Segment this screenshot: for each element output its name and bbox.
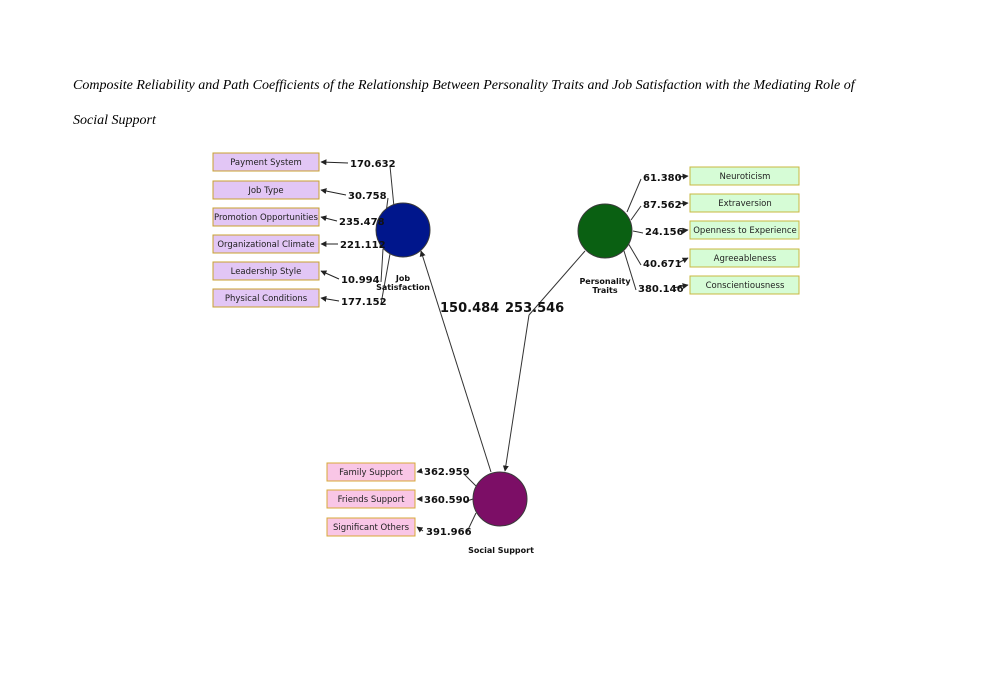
path-line-personality — [528, 250, 586, 316]
indicator-box-job-type — [212, 180, 320, 200]
loading-value: 380.146 — [638, 284, 684, 295]
path-arrow-social-to-job — [419, 250, 492, 473]
indicator-label: Leadership Style — [231, 267, 302, 277]
loading-arrow — [320, 159, 349, 166]
loading-line — [463, 473, 477, 487]
indicator-label: Neuroticism — [720, 172, 771, 182]
loading-line — [463, 498, 474, 503]
loading-value: 235.478 — [339, 217, 385, 228]
indicator-box-payment-system — [212, 152, 320, 172]
loading-value: 24.156 — [645, 227, 684, 238]
loading-arrow — [677, 200, 689, 207]
path-coefficient: 253.546 — [505, 301, 564, 316]
indicator-label: Payment System — [230, 158, 302, 168]
loading-line — [465, 512, 477, 535]
loading-value: 177.152 — [341, 297, 387, 308]
indicator-label: Promotion Opportunities — [214, 213, 319, 223]
loading-line — [623, 250, 637, 291]
indicator-box-conscientiousness — [689, 275, 800, 295]
loading-value: 61.380 — [643, 173, 682, 184]
figure-caption-line-1: Composite Reliability and Path Coefficie… — [73, 78, 855, 93]
loading-arrow — [320, 270, 340, 280]
figure-caption-line-2: Social Support — [73, 113, 156, 128]
indicator-box-organizational-climate — [212, 234, 320, 254]
indicator-label: Extraversion — [718, 199, 772, 209]
indicator-label: Job Type — [247, 186, 283, 196]
latent-variable-job-satisfaction — [375, 202, 431, 258]
loading-line — [389, 165, 395, 208]
indicator-box-neuroticism — [689, 166, 800, 186]
latent-variable-label: Social Support — [468, 546, 534, 555]
loading-value: 10.994 — [341, 275, 380, 286]
latent-variable-label: Traits — [592, 286, 617, 295]
loading-arrow — [679, 227, 689, 234]
indicator-label: Conscientiousness — [706, 281, 785, 291]
indicator-box-physical-conditions — [212, 288, 320, 308]
loading-value: 221.112 — [340, 240, 386, 251]
indicator-box-significant-others — [326, 517, 416, 537]
indicator-label: Family Support — [339, 468, 403, 478]
loading-line — [380, 248, 384, 283]
loading-value: 360.590 — [424, 495, 470, 506]
latent-variable-label: Satisfaction — [376, 283, 430, 292]
loading-line — [626, 178, 642, 213]
indicator-box-promotion-opportunities — [212, 207, 320, 227]
loading-arrow — [416, 526, 424, 533]
loading-value: 362.959 — [424, 467, 470, 478]
indicator-label: Friends Support — [338, 495, 406, 505]
path-arrow-personality-to-social — [502, 314, 530, 472]
indicator-box-extraversion — [689, 193, 800, 213]
indicator-label: Organizational Climate — [217, 240, 314, 250]
loading-arrow — [677, 257, 689, 264]
indicator-box-agreeableness — [689, 248, 800, 268]
indicator-box-openness-to-experience — [689, 220, 800, 240]
indicator-box-friends-support — [326, 489, 416, 509]
latent-variable-label: Job — [395, 274, 410, 283]
loading-line — [630, 205, 642, 221]
loading-line — [627, 242, 642, 266]
indicator-box-leadership-style — [212, 261, 320, 281]
loading-value: 30.758 — [348, 191, 387, 202]
loading-value: 391.966 — [426, 527, 472, 538]
loading-value: 170.632 — [350, 159, 396, 170]
indicator-label: Openness to Experience — [693, 226, 797, 236]
loading-arrow — [320, 295, 340, 302]
indicator-box-family-support — [326, 462, 416, 482]
loading-arrow — [677, 173, 689, 180]
loading-arrow — [672, 283, 689, 290]
path-coefficient: 150.484 — [440, 301, 499, 316]
loading-arrow — [320, 215, 338, 222]
indicator-label: Agreeableness — [714, 254, 777, 264]
loading-line — [632, 230, 644, 234]
loading-arrow — [320, 188, 347, 196]
latent-variable-label: Personality — [579, 277, 631, 286]
indicator-label: Physical Conditions — [225, 294, 308, 304]
indicator-label: Significant Others — [333, 523, 410, 533]
loading-line — [380, 253, 391, 305]
loading-value: 87.562 — [643, 200, 682, 211]
latent-variable-social-support — [472, 471, 528, 527]
loading-value: 40.671 — [643, 259, 682, 270]
loading-arrow — [416, 467, 423, 474]
latent-variable-personality-traits — [577, 203, 633, 259]
